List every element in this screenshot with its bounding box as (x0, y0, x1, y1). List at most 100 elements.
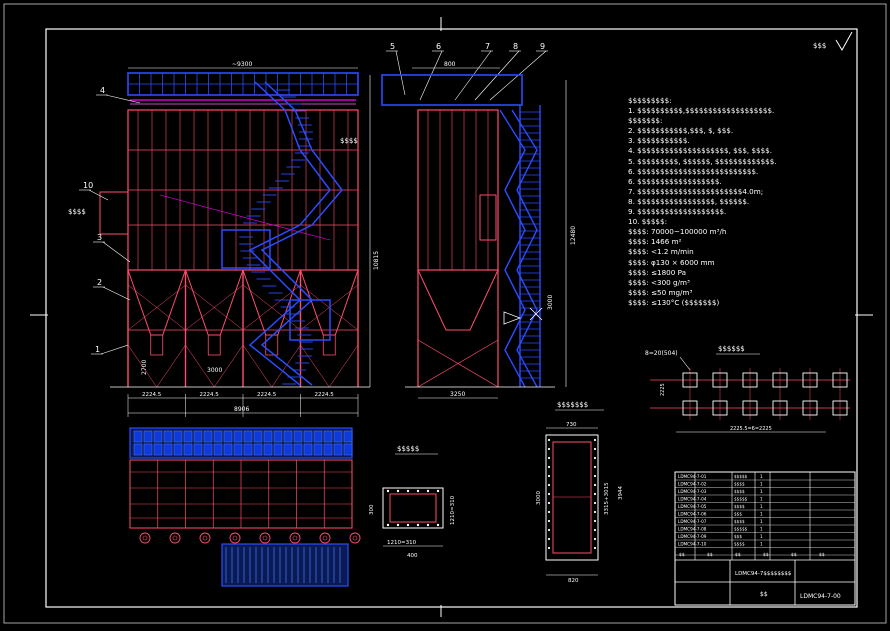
side-top-railing (381, 74, 523, 106)
side-height-dim: 12480 (570, 226, 577, 245)
inlet-section-title: $$$$$ (397, 445, 419, 453)
bolt-hole (426, 489, 430, 493)
support-legs (127, 270, 359, 388)
plan-bag-cell (183, 443, 193, 456)
outlet-frame-outer (545, 434, 599, 561)
scale-label: $$ (760, 591, 768, 598)
hopper-valve (265, 334, 279, 356)
plan-valve (349, 532, 361, 544)
outlet-bottom-dim: 820 (568, 578, 579, 584)
callout-leader (100, 344, 129, 355)
hopper-brace (242, 284, 301, 331)
side-casing (417, 109, 499, 271)
hopper (127, 269, 187, 336)
tb-qty: 1 (760, 497, 763, 502)
foundation-pad (682, 372, 698, 388)
note-line: 8. $$$$$$$$$$$$$$$$$, $$$$$$. (628, 196, 750, 206)
tb-part-code: LDMC94-7-01 (678, 474, 707, 479)
plan-valve (289, 532, 301, 544)
plan-valve (169, 532, 181, 544)
side-ladder-rungs (520, 111, 540, 379)
plan-bag-cell (223, 430, 233, 443)
tb-part-code: LDMC94-7-05 (678, 504, 707, 509)
bolt-hole (396, 489, 400, 493)
plan-bag-cell (243, 443, 253, 456)
foundation-side-dim: 2225 (660, 383, 666, 396)
callout-number-1: 1 (95, 345, 100, 354)
plan-bag-cell (243, 430, 253, 443)
tb-part-code: LDMC94-7-06 (678, 512, 707, 517)
tb-header-cell: $$ (763, 552, 769, 558)
hopper-valve (150, 334, 164, 356)
plan-view (129, 427, 361, 587)
note-line: $$$$: φ130 × 6000 mm (628, 257, 715, 267)
plan-bag-cell (163, 443, 173, 456)
callout-number-3: 3 (97, 233, 102, 242)
sub-dim-text: 2224.5 (200, 392, 220, 398)
bolt-hole (416, 489, 420, 493)
note-line: 4. $$$$$$$$$$$$$$$$$$$$, $$$, $$$$. (628, 146, 773, 156)
side-outlet-cone (503, 311, 522, 325)
tb-part-code: LDMC94-7-07 (678, 519, 707, 524)
tb-header-cell: $$ (707, 552, 713, 558)
note-line: 1. $$$$$$$$$$,$$$$$$$$$$$$$$$$$$$. (628, 106, 775, 116)
plan-valve (319, 532, 331, 544)
plan-cells (133, 430, 353, 456)
side-hopper (417, 269, 499, 331)
foundation-pad (802, 400, 818, 416)
bolt-hole (547, 528, 551, 532)
inlet-bolts (386, 489, 440, 527)
title-block-frame (674, 471, 856, 606)
plan-bag-cell (273, 430, 283, 443)
sub-dim-text: 2224.5 (315, 392, 335, 398)
bolt-hole (547, 465, 551, 469)
tb-header-cell: $$ (819, 552, 825, 558)
leg-brace (185, 344, 215, 388)
bolt-hole (406, 489, 410, 493)
bolt-hole (593, 537, 597, 541)
plan-bag-cell (293, 430, 303, 443)
note-line: $$$$: 70000~100000 m³/h (628, 227, 727, 237)
inlet-duct (99, 191, 129, 235)
bolt-hole (547, 447, 551, 451)
leg-brace (300, 344, 330, 388)
plan-bag-cell (223, 443, 233, 456)
hopper-left-dim: 2700 (141, 360, 148, 375)
plan-bag-cell (293, 443, 303, 456)
plan-valve (199, 532, 211, 544)
foundation-pad (832, 372, 848, 388)
callout-number-7: 7 (485, 42, 490, 51)
outlet-h-dim: 3000 (536, 491, 542, 505)
callout-leader (88, 189, 109, 201)
callout-leader (395, 50, 406, 96)
plan-valve-core (142, 535, 148, 541)
plan-bag-cell (303, 443, 313, 456)
outlet-bolts (547, 438, 597, 550)
plan-bag-cell (323, 443, 333, 456)
side-top-dim-text: 800 (444, 61, 456, 68)
tb-part-name: $$$$$ (734, 474, 748, 479)
tb-qty: 1 (760, 482, 763, 487)
callout-number-10: 10 (83, 181, 93, 190)
top-dim-text: ~9300 (232, 61, 252, 68)
note-line: 10. $$$$$: (628, 217, 668, 227)
plan-bag-cell (313, 430, 323, 443)
side-width-dim: 3250 (450, 391, 465, 398)
leg-brace (156, 344, 186, 388)
title-block-grid (675, 472, 855, 560)
plan-stair-box (221, 543, 349, 587)
hopper-valve (207, 334, 221, 356)
outlet-section-title: $$$$$$$ (557, 401, 588, 409)
plan-bag-cell (283, 430, 293, 443)
plan-bag-cell (153, 430, 163, 443)
tb-header-cell: $$ (791, 552, 797, 558)
bolt-hole (406, 523, 410, 527)
tb-qty: 1 (760, 519, 763, 524)
bolt-hole (386, 489, 390, 493)
plan-bag-cell (153, 443, 163, 456)
note-line: $$$$: <1.2 m/min (628, 247, 694, 257)
tb-qty: 1 (760, 534, 763, 539)
outlet-frame-inner (552, 441, 592, 554)
foundation-pad (832, 400, 848, 416)
